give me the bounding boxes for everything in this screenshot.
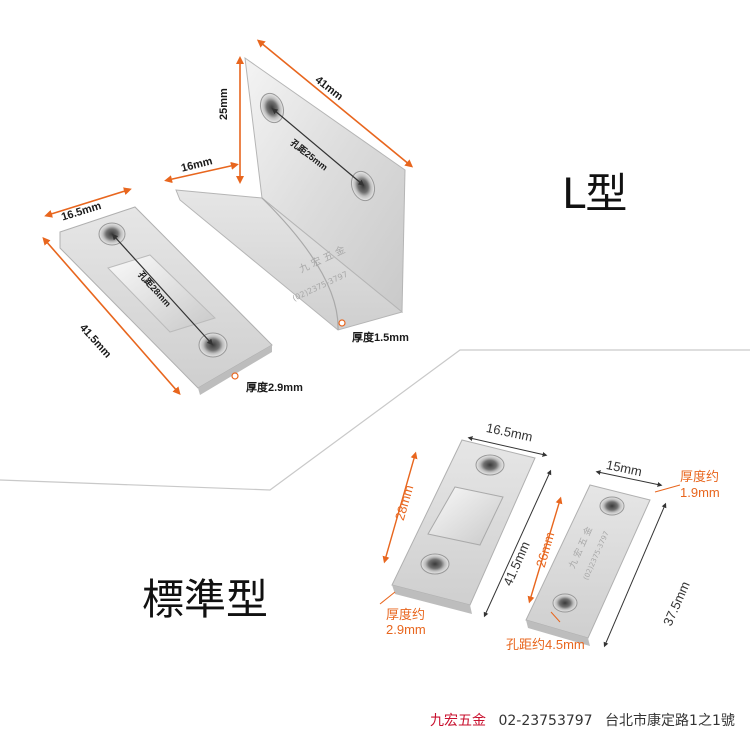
section-divider: [0, 349, 750, 491]
thickness-dot-plate: [231, 372, 239, 380]
small-thickness-line1: 厚度约: [680, 469, 720, 484]
l-dimension-lines: [42, 39, 414, 396]
thickness-dot-l: [338, 319, 346, 327]
l-pitch-lines: [111, 108, 365, 346]
l-type-title: L型: [562, 169, 628, 218]
footer-address: 台北市康定路1之1號: [605, 713, 735, 729]
standard-type-title: 標準型: [142, 575, 269, 624]
standard-dimension-lines: [379, 436, 681, 648]
plate-thickness-label: 厚度2.9mm: [246, 382, 303, 394]
big-thickness-line1: 厚度约: [386, 607, 426, 622]
small-thickness-line2: 1.9mm: [680, 485, 720, 500]
big-thickness-line2: 2.9mm: [386, 622, 426, 637]
footer: 九宏五金 02-23753797 台北市康定路1之1號: [430, 710, 735, 730]
l-thickness-label: 厚度1.5mm: [352, 332, 409, 344]
small-hole-label: 孔距约4.5mm: [506, 637, 585, 652]
footer-phone: 02-23753797: [498, 713, 593, 729]
footer-company: 九宏五金: [430, 713, 486, 729]
l-height-label: 25mm: [218, 88, 230, 120]
